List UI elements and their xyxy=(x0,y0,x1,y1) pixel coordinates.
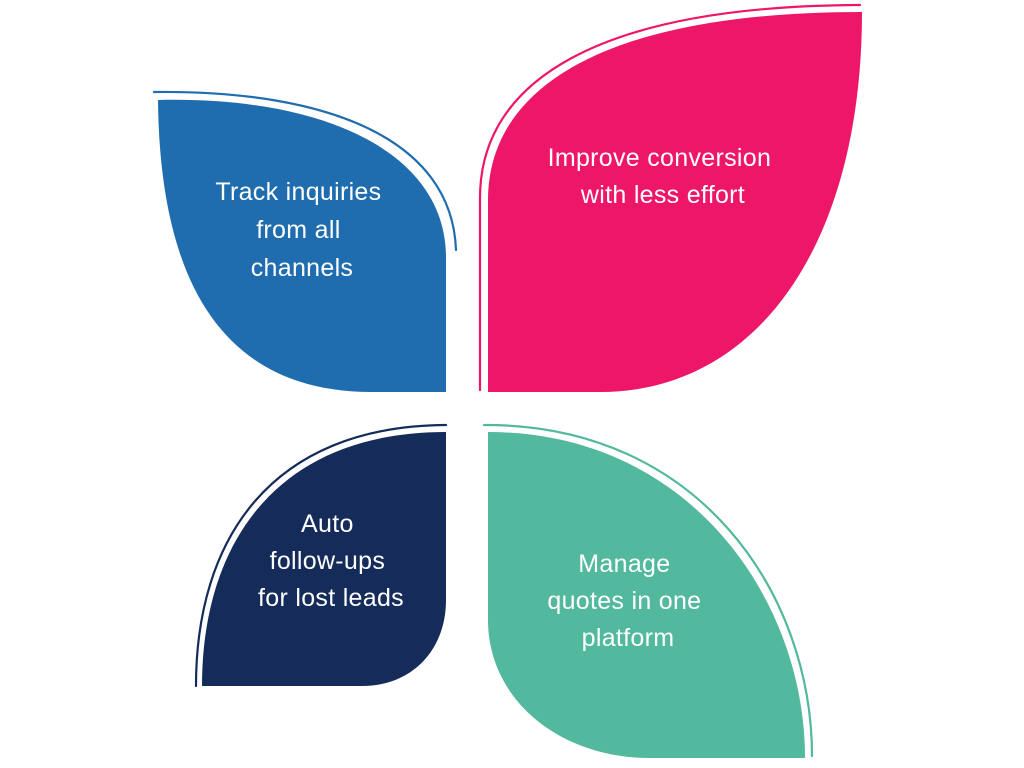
petal-bottom-left-line-2: follow-ups xyxy=(270,547,386,575)
petal-top-left-rim xyxy=(152,90,458,252)
petal-top-left-label: Track inquiries from all channels xyxy=(215,178,388,282)
petal-top-left-line-1: Track inquiries xyxy=(215,178,381,206)
petal-top-left-shape xyxy=(158,99,446,392)
petal-top-left: Track inquiries from all channels xyxy=(152,90,458,392)
petal-top-left-line-3: channels xyxy=(251,254,353,282)
petal-top-right-rim xyxy=(478,3,862,392)
petal-bottom-left-line-3: for lost leads xyxy=(258,584,404,612)
petal-bottom-right-line-2: quotes in one xyxy=(547,587,701,615)
petal-bottom-right-line-3: platform xyxy=(582,624,675,652)
petal-bottom-right-line-1: Manage xyxy=(578,550,670,578)
petal-top-right-label: Improve conversion with less effort xyxy=(548,144,779,209)
petal-bottom-left-rim xyxy=(194,423,448,688)
petal-bottom-right-label: Manage quotes in one platform xyxy=(547,550,708,652)
petal-bottom-right-rim xyxy=(482,423,814,758)
petal-top-left-line-2: from all xyxy=(256,216,340,244)
petal-top-right-line-2: with less effort xyxy=(580,181,745,209)
petal-bottom-left-line-1: Auto xyxy=(301,510,354,538)
petal-top-right: Improve conversion with less effort xyxy=(478,3,862,392)
petal-top-right-shape xyxy=(488,12,862,392)
petal-top-right-line-1: Improve conversion xyxy=(548,144,772,172)
petal-bottom-left: Auto follow-ups for lost leads xyxy=(194,423,448,688)
petal-bottom-right-shape xyxy=(488,432,805,758)
petal-bottom-right: Manage quotes in one platform xyxy=(482,423,814,758)
petal-bottom-left-label: Auto follow-ups for lost leads xyxy=(258,510,404,612)
petal-bottom-left-shape xyxy=(202,432,446,686)
